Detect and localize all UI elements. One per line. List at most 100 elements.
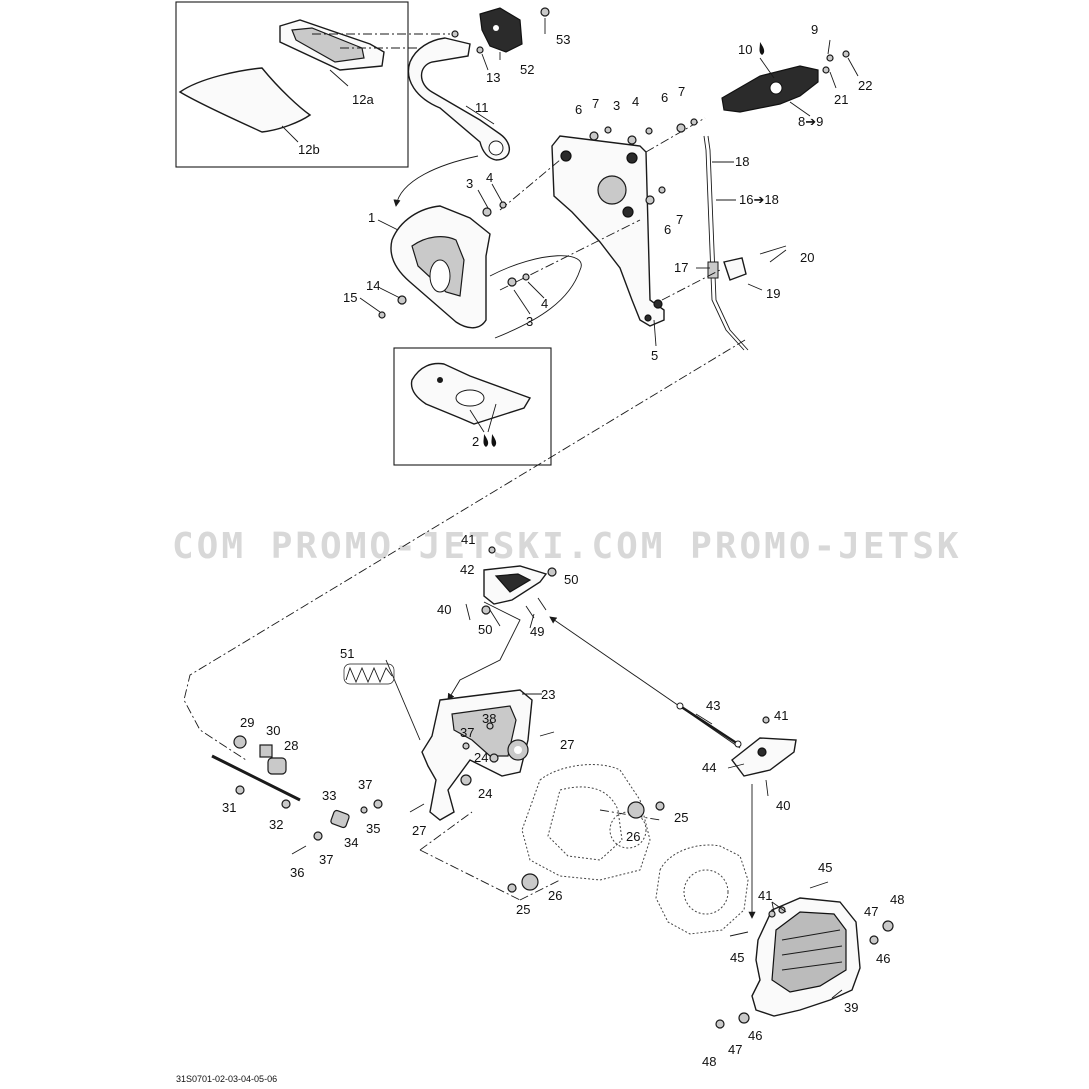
callout-12a: 12a (352, 92, 374, 107)
callout-26: 26 (548, 888, 562, 903)
callout-30: 30 (266, 723, 280, 738)
part-43-rod (676, 702, 742, 748)
callout-42: 42 (460, 562, 474, 577)
callout-29: 29 (240, 715, 254, 730)
sealant-drop-icon (759, 42, 765, 55)
part-1-cover (390, 205, 491, 329)
callout-48: 48 (890, 892, 904, 907)
part-19-bracket (723, 257, 747, 281)
part-12b-pad (178, 67, 312, 133)
part-12a-cover (279, 19, 385, 71)
part-18-cable (703, 135, 749, 351)
callout-45: 45 (730, 950, 744, 965)
callout-7: 7 (676, 212, 683, 227)
callout-40: 40 (437, 602, 451, 617)
callout-4: 4 (632, 94, 639, 109)
callout-27: 27 (560, 737, 574, 752)
callout-43: 43 (706, 698, 720, 713)
callout-19: 19 (766, 286, 780, 301)
part-13-screw (451, 30, 484, 54)
callout-51: 51 (340, 646, 354, 661)
part-2-cover-inner (410, 362, 532, 425)
callout-50: 50 (564, 572, 578, 587)
callout-8-9: 8➔9 (798, 114, 823, 129)
part-51-spring (343, 663, 395, 685)
callout-6: 6 (661, 90, 668, 105)
callout-7: 7 (592, 96, 599, 111)
callout-15: 15 (343, 290, 357, 305)
hardware-upper (378, 50, 850, 319)
callout-17: 17 (674, 260, 688, 275)
callout-16-18: 16➔18 (739, 192, 779, 207)
svg-text:10: 10 (738, 42, 752, 57)
callout-28: 28 (284, 738, 298, 753)
callout-25: 25 (516, 902, 530, 917)
callout-46: 46 (748, 1028, 762, 1043)
sealant-drop-icon (491, 434, 497, 447)
ghost-venturi (655, 844, 749, 935)
callout-34: 34 (344, 835, 358, 850)
part-53-screw (540, 7, 550, 17)
svg-text:2: 2 (472, 434, 479, 449)
callout-18: 18 (735, 154, 749, 169)
document-id: 31S0701-02-03-04-05-06 (176, 1074, 277, 1084)
callout-22: 22 (858, 78, 872, 93)
assembly-arrow (447, 601, 521, 701)
callout-2: 2 (469, 403, 497, 449)
assembly-arrow (549, 616, 741, 749)
callout-21: 21 (834, 92, 848, 107)
assembly-line (661, 269, 721, 301)
assembly-curve (489, 255, 582, 339)
callout-3: 3 (526, 314, 533, 329)
part-11-lever (407, 37, 510, 161)
callout-47: 47 (864, 904, 878, 919)
assembly-arrow (393, 155, 479, 207)
ghost-jet-pump-housing (521, 764, 651, 881)
callout-7: 7 (678, 84, 685, 99)
part-5-plate (551, 135, 665, 327)
callout-37: 37 (460, 725, 474, 740)
callout-1: 1 (368, 210, 375, 225)
callout-41: 41 (758, 888, 772, 903)
callout-13: 13 (486, 70, 500, 85)
callout-41: 41 (774, 708, 788, 723)
callout-36: 36 (290, 865, 304, 880)
callout-6: 6 (575, 102, 582, 117)
callout-4: 4 (541, 296, 548, 311)
callout-52: 52 (520, 62, 534, 77)
callout-24: 24 (474, 750, 488, 765)
callout-38: 38 (482, 711, 496, 726)
callout-5: 5 (651, 348, 658, 363)
callout-39: 39 (844, 1000, 858, 1015)
part-42-bracket (483, 565, 548, 605)
cable-route-line (183, 339, 746, 761)
callout-12b: 12b (298, 142, 320, 157)
callout-10: 10 (738, 42, 775, 79)
inset-box-2 (393, 347, 552, 466)
callout-47: 47 (728, 1042, 742, 1057)
watermark: COM PROMO-JETSKI.COM PROMO-JETSK (172, 526, 962, 567)
callout-23: 23 (541, 687, 555, 702)
callout-9: 9 (811, 22, 818, 37)
assembly-line (499, 159, 561, 211)
callout-24: 24 (478, 786, 492, 801)
callout-leaders (281, 18, 859, 999)
part-44-bracket (731, 737, 797, 777)
callout-37: 37 (358, 777, 372, 792)
callout-32: 32 (269, 817, 283, 832)
callout-41: 41 (461, 532, 475, 547)
callout-53: 53 (556, 32, 570, 47)
callout-40: 40 (776, 798, 790, 813)
part-23-bracket (421, 689, 533, 821)
callout-6: 6 (664, 222, 671, 237)
inset-box-12 (175, 1, 409, 168)
part-39-housing (751, 897, 861, 1017)
callout-44: 44 (702, 760, 716, 775)
hardware-lower (291, 546, 894, 1029)
callout-25: 25 (674, 810, 688, 825)
callout-37: 37 (319, 852, 333, 867)
callout-45: 45 (818, 860, 832, 875)
callout-labels: 1 2 3 3 3 4 4 4 5 6 6 6 7 7 7 8➔9 9 10 1… (222, 22, 904, 1069)
callout-4: 4 (486, 170, 493, 185)
